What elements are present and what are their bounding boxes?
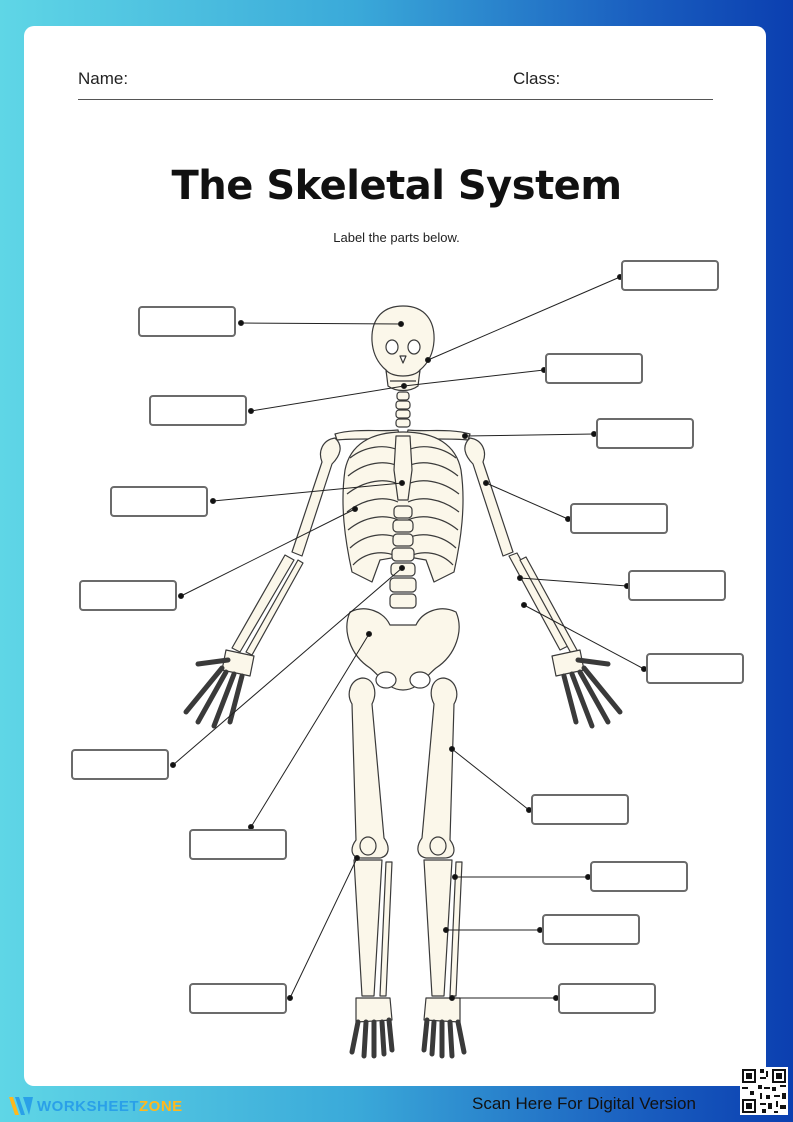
class-label: Class: bbox=[513, 69, 561, 88]
label-box-mandible[interactable] bbox=[149, 395, 247, 426]
label-box-tibia[interactable] bbox=[542, 914, 640, 945]
label-box-spine[interactable] bbox=[71, 749, 169, 780]
label-box-ribs[interactable] bbox=[79, 580, 177, 611]
leader-lines bbox=[170, 274, 647, 1001]
label-box-leg-left[interactable] bbox=[189, 983, 287, 1014]
label-box-femur-right[interactable] bbox=[189, 829, 287, 860]
label-box-humerus[interactable] bbox=[570, 503, 668, 534]
label-box-jaw-top[interactable] bbox=[621, 260, 719, 291]
label-box-cervical[interactable] bbox=[545, 353, 643, 384]
label-box-fibula[interactable] bbox=[558, 983, 656, 1014]
brand-wordmark: WORKSHEETZONE bbox=[37, 1097, 183, 1115]
worksheetzone-logo[interactable]: WORKSHEETZONE bbox=[8, 1094, 183, 1118]
qr-code-icon[interactable] bbox=[740, 1067, 788, 1115]
label-box-patella[interactable] bbox=[590, 861, 688, 892]
header-rule bbox=[78, 99, 713, 100]
instruction-text: Label the parts below. bbox=[333, 230, 460, 245]
page-title: The Skeletal System bbox=[171, 163, 623, 209]
label-box-ulna[interactable] bbox=[646, 653, 744, 684]
worksheetzone-w-icon bbox=[9, 1097, 33, 1115]
label-box-radius[interactable] bbox=[628, 570, 726, 601]
name-label: Name: bbox=[78, 69, 129, 88]
label-box-sternum[interactable] bbox=[110, 486, 208, 517]
label-box-clavicle[interactable] bbox=[596, 418, 694, 449]
label-box-pelvis[interactable] bbox=[531, 794, 629, 825]
scan-instruction: Scan Here For Digital Version bbox=[472, 1094, 696, 1113]
label-box-skull[interactable] bbox=[138, 306, 236, 337]
skeleton-illustration bbox=[183, 305, 623, 1059]
